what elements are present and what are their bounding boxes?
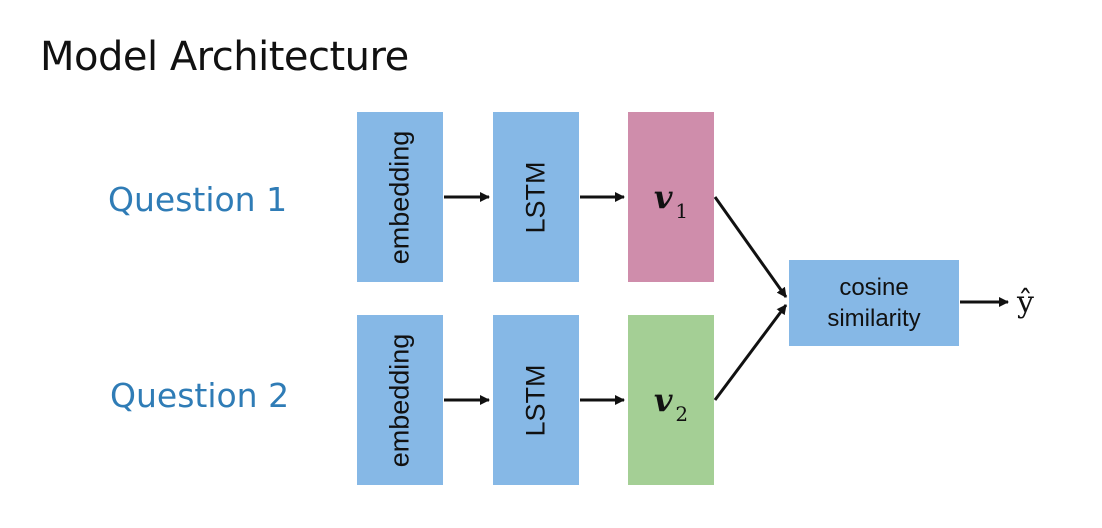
question-1-label: Question 1 bbox=[108, 180, 288, 219]
embedding-block-2: embedding bbox=[357, 315, 443, 485]
cosine-label-line2: similarity bbox=[827, 305, 921, 332]
question-2-label: Question 2 bbox=[110, 376, 290, 415]
arrow-v1-to-cosine bbox=[713, 196, 788, 298]
vector-v2-symbol: v bbox=[653, 381, 673, 419]
output-y-hat: ŷ bbox=[1017, 285, 1034, 320]
lstm-block-2: LSTM bbox=[493, 315, 579, 485]
vector-v1-subscript: 1 bbox=[675, 199, 689, 223]
vector-v2-subscript: 2 bbox=[675, 402, 689, 426]
page-title: Model Architecture bbox=[40, 34, 409, 80]
embedding-block-1: embedding bbox=[357, 112, 443, 282]
cosine-similarity-block: cosine similarity bbox=[789, 260, 959, 346]
lstm-block-1: LSTM bbox=[493, 112, 579, 282]
vector-v1-symbol: v bbox=[653, 178, 673, 216]
arrow-v2-to-cosine bbox=[713, 304, 788, 401]
cosine-label-line1: cosine bbox=[839, 274, 909, 301]
